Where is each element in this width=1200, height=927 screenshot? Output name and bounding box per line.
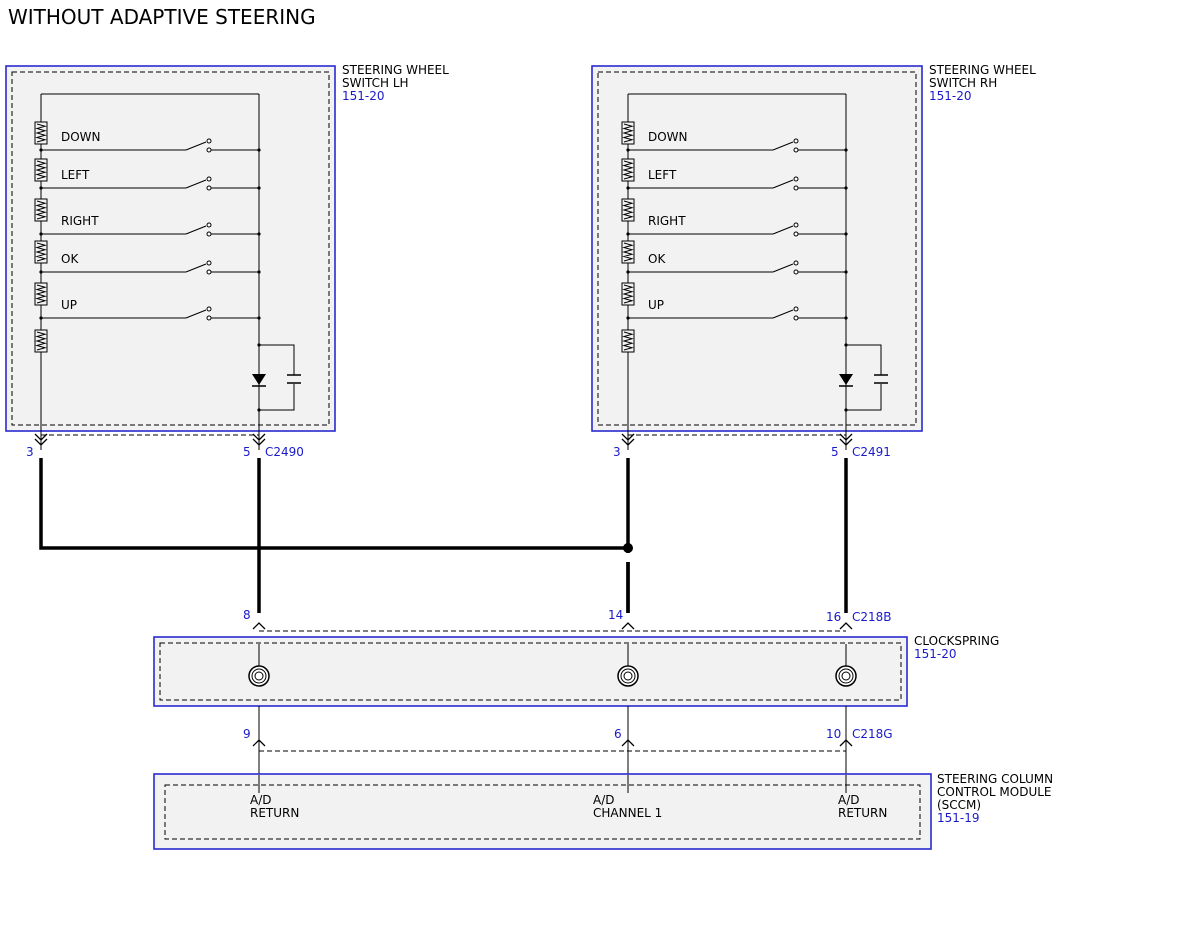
sccm-name-2: CONTROL MODULE xyxy=(937,785,1052,799)
sccm-pin-3-line1: A/D xyxy=(838,793,860,807)
clockspring-pin-16: 16 xyxy=(826,610,841,624)
switch-rh-label-left: LEFT xyxy=(648,168,677,182)
switch-rh-ref: 151-20 xyxy=(929,89,972,103)
clockspring-pin-14: 14 xyxy=(608,608,623,622)
connector-arrow-icon xyxy=(34,433,48,441)
switch-lh-resistor-icon xyxy=(34,282,48,306)
clockspring: CLOCKSPRING 151-20 8 14 16 C218B 9 6 10 … xyxy=(153,608,999,752)
switch-lh-name-1: STEERING WHEEL xyxy=(342,63,449,77)
connector-arrows xyxy=(34,433,853,747)
switch-lh-label-up: UP xyxy=(61,298,77,312)
switch-rh-label-ok: OK xyxy=(648,252,666,266)
switch-lh-label-ok: OK xyxy=(61,252,79,266)
connector-arrow-icon xyxy=(839,433,853,441)
switch-lh-diode-icon xyxy=(252,374,266,385)
wire-lh-pin3-splice xyxy=(39,458,628,550)
clockspring-pin-10: 10 xyxy=(826,727,841,741)
sccm-pin-3-line2: RETURN xyxy=(838,806,887,820)
splice-dot xyxy=(623,543,633,553)
switch-lh-resistor-icon xyxy=(34,329,48,353)
steering-wheel-switch-lh: DOWN LEFT RIGHT OK UP STEERING WHEEL SWITCH … xyxy=(5,63,449,459)
connector-c218g: C218G xyxy=(852,727,893,741)
sccm-pin-1-line1: A/D xyxy=(250,793,272,807)
switch-rh-label-down: DOWN xyxy=(648,130,688,144)
clockspring-coils xyxy=(248,644,857,687)
switch-lh-resistor-icon xyxy=(34,121,48,145)
switch-lh-name-2: SWITCH LH xyxy=(342,76,409,90)
switch-lh-box xyxy=(5,65,336,432)
clockspring-name: CLOCKSPRING xyxy=(914,634,999,648)
switch-rh-name-1: STEERING WHEEL xyxy=(929,63,1036,77)
sccm-name-3: (SCCM) xyxy=(937,798,981,812)
sccm-name-1: STEERING COLUMN xyxy=(937,772,1053,786)
switch-lh-circuit: DOWN LEFT RIGHT OK UP xyxy=(34,93,301,450)
switch-rh-resistor-icon xyxy=(621,282,635,306)
switch-rh-diode-icon xyxy=(839,374,853,385)
switch-lh-resistor-icon xyxy=(34,198,48,222)
clockspring-pin-8: 8 xyxy=(243,608,251,622)
connector-c2491: C2491 xyxy=(852,445,891,459)
connector-arrow-icon xyxy=(621,433,635,441)
sccm-pin-2-line1: A/D xyxy=(593,793,615,807)
harness-wires xyxy=(39,458,848,613)
connector-arrow-icon xyxy=(621,622,635,630)
steering-wheel-switch-rh: DOWN LEFT RIGHT OK UP STEERING WHEEL SWITCH … xyxy=(591,63,1036,459)
switch-rh-circuit: DOWN LEFT RIGHT OK UP xyxy=(621,93,888,450)
switch-lh-resistor-icon xyxy=(34,158,48,182)
sccm-module: A/D RETURN A/D CHANNEL 1 A/D RETURN STEE… xyxy=(153,772,1053,850)
switch-lh-resistor-icon xyxy=(34,240,48,264)
sccm-box xyxy=(153,773,932,850)
clockspring-pin-9: 9 xyxy=(243,727,251,741)
clockspring-pin-6: 6 xyxy=(614,727,622,741)
switch-rh-box xyxy=(591,65,923,432)
switch-lh-label-left: LEFT xyxy=(61,168,90,182)
switch-lh-pin-5: 5 xyxy=(243,445,251,459)
switch-rh-resistor-icon xyxy=(621,158,635,182)
switch-lh-ref: 151-20 xyxy=(342,89,385,103)
switch-lh-label-down: DOWN xyxy=(61,130,101,144)
switch-rh-label-right: RIGHT xyxy=(648,214,686,228)
switch-rh-resistor-icon xyxy=(621,240,635,264)
switch-rh-pin-5: 5 xyxy=(831,445,839,459)
connector-arrow-icon xyxy=(839,622,853,630)
connector-arrow-icon xyxy=(252,433,266,441)
switch-rh-name-2: SWITCH RH xyxy=(929,76,997,90)
switch-rh-resistor-icon xyxy=(621,329,635,353)
connector-c218b: C218B xyxy=(852,610,892,624)
clockspring-ref: 151-20 xyxy=(914,647,957,661)
clockspring-box xyxy=(153,636,908,707)
switch-lh-label-right: RIGHT xyxy=(61,214,99,228)
switch-rh-pin-3: 3 xyxy=(613,445,621,459)
switch-rh-resistor-icon xyxy=(621,198,635,222)
switch-lh-pin-3: 3 xyxy=(26,445,34,459)
diagram-title: WITHOUT ADAPTIVE STEERING xyxy=(8,5,316,29)
connector-arrow-icon xyxy=(252,622,266,630)
clockspring-to-sccm-wires xyxy=(258,706,847,775)
sccm-ref: 151-19 xyxy=(937,811,980,825)
switch-rh-label-up: UP xyxy=(648,298,664,312)
sccm-pin-1-line2: RETURN xyxy=(250,806,299,820)
switch-rh-resistor-icon xyxy=(621,121,635,145)
sccm-pin-2-line2: CHANNEL 1 xyxy=(593,806,662,820)
connector-c2490: C2490 xyxy=(265,445,304,459)
